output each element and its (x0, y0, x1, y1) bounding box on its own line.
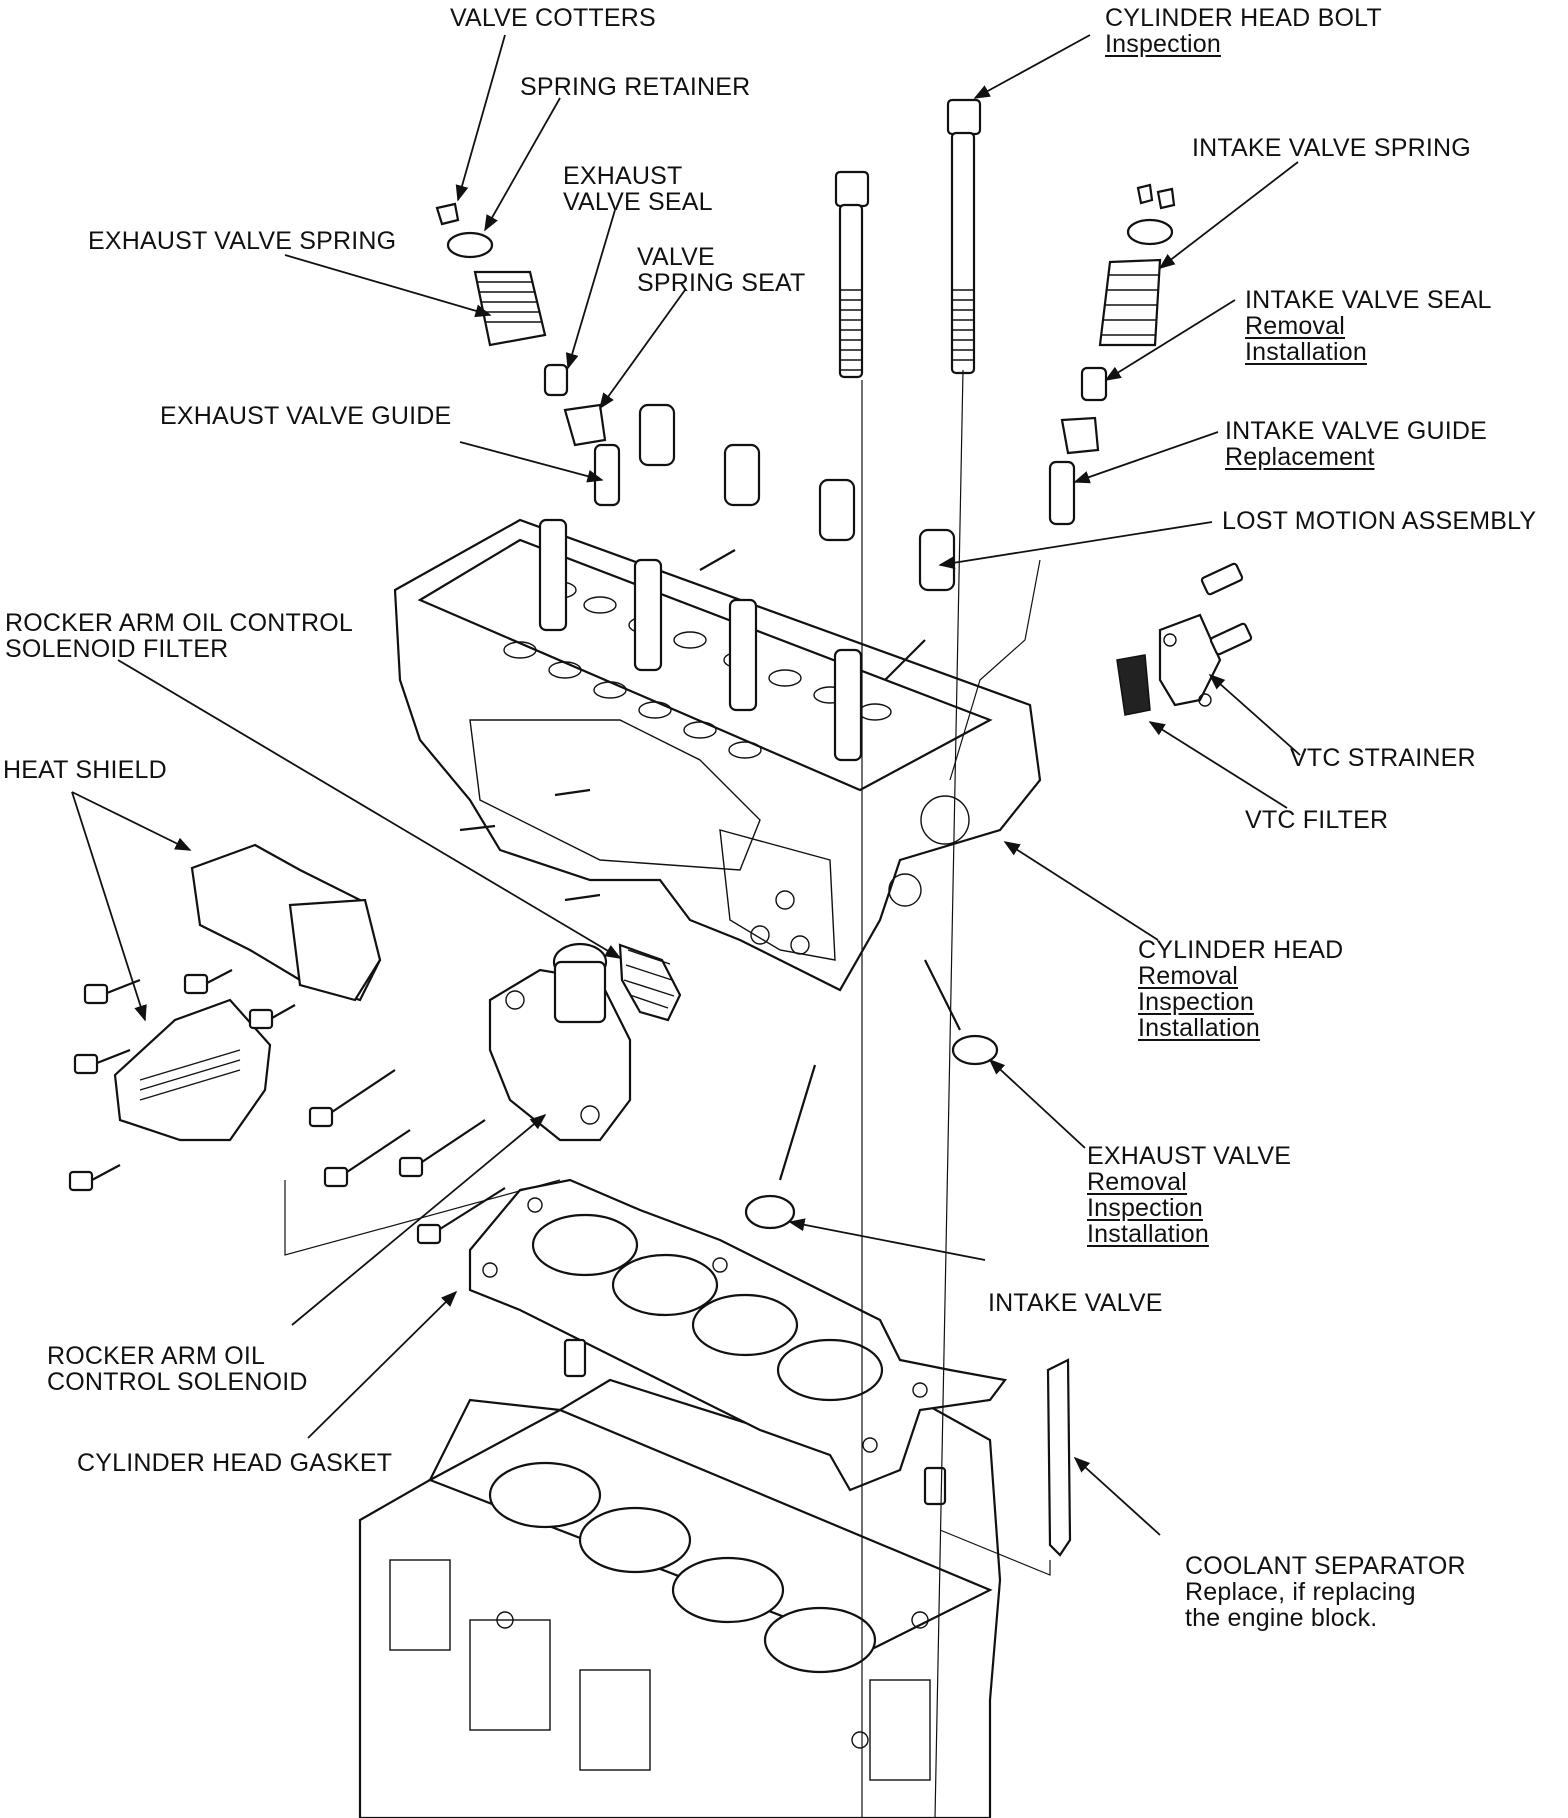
alignment-lines (284, 369, 1051, 1818)
link-intake-valve-seal-installation[interactable]: Installation (1245, 338, 1367, 366)
dowel-pin (923, 1466, 947, 1506)
label-spring-retainer: SPRING RETAINER (520, 73, 751, 101)
label-heat-shield: HEAT SHIELD (3, 756, 167, 784)
link-exhaust-valve-installation[interactable]: Installation (1087, 1220, 1209, 1248)
link-cylinder-head-removal[interactable]: Removal (1138, 962, 1239, 990)
label-exhaust-valve-seal: EXHAUST VALVE SEAL (563, 162, 713, 216)
label-lost-motion-assembly: LOST MOTION ASSEMBLY (1222, 507, 1537, 535)
lost-motion-springs (638, 403, 956, 592)
label-intake-valve-spring: INTAKE VALVE SPRING (1192, 134, 1471, 162)
link-cylinder-head-installation[interactable]: Installation (1138, 1014, 1260, 1042)
label-cylinder-head-bolt: CYLINDER HEAD BOLT Inspection (1105, 4, 1382, 58)
engine-block (358, 1378, 1002, 1818)
label-coolant-separator: COOLANT SEPARATOR Replace, if replacing … (1185, 1552, 1466, 1632)
label-valve-spring-seat: VALVE SPRING SEAT (637, 243, 806, 297)
label-valve-cotters: VALVE COTTERS (450, 4, 656, 32)
link-cylinder-head-inspection[interactable]: Inspection (1138, 988, 1254, 1016)
link-intake-valve-seal-removal[interactable]: Removal (1245, 312, 1346, 340)
cylinder-head-drawing (393, 518, 1042, 992)
label-exhaust-valve-guide: EXHAUST VALVE GUIDE (160, 402, 452, 430)
solenoid-bolts (308, 1069, 506, 1245)
label-vtc-filter: VTC FILTER (1245, 806, 1389, 834)
label-cylinder-head-gasket: CYLINDER HEAD GASKET (77, 1449, 393, 1477)
label-intake-valve-guide: INTAKE VALVE GUIDE Replacement (1225, 417, 1487, 471)
vtc-strainer-drawing (1116, 562, 1253, 716)
label-exhaust-valve: EXHAUST VALVE Removal Inspection Install… (1087, 1142, 1292, 1248)
heat-shield-bolts (68, 969, 296, 1192)
link-intake-valve-guide-replacement[interactable]: Replacement (1225, 443, 1375, 471)
intake-valve-stack (1048, 183, 1176, 526)
gasket-drawing (468, 1178, 1007, 1492)
leader-lines (71, 34, 1301, 1536)
heat-shield-drawing (113, 843, 382, 1142)
label-vtc-strainer: VTC STRAINER (1290, 744, 1476, 772)
link-exhaust-valve-inspection[interactable]: Inspection (1087, 1194, 1203, 1222)
label-rocker-arm-oil-control-solenoid: ROCKER ARM OIL CONTROL SOLENOID (47, 1342, 308, 1396)
intake-valve-part (744, 1064, 817, 1230)
label-intake-valve: INTAKE VALVE (988, 1289, 1163, 1317)
coolant-separator-part (1046, 1358, 1072, 1557)
label-intake-valve-seal: INTAKE VALVE SEAL Removal Installation (1245, 286, 1492, 366)
cylinder-head-bolts (834, 98, 982, 379)
solenoid-drawing (488, 942, 682, 1142)
dowel-pin (563, 1338, 587, 1378)
link-exhaust-valve-removal[interactable]: Removal (1087, 1168, 1188, 1196)
link-cylinder-head-bolt-inspection[interactable]: Inspection (1105, 30, 1221, 58)
label-cylinder-head: CYLINDER HEAD Removal Inspection Install… (1138, 936, 1344, 1042)
label-rocker-arm-oil-control-solenoid-filter: ROCKER ARM OIL CONTROL SOLENOID FILTER (5, 609, 353, 663)
label-exhaust-valve-spring: EXHAUST VALVE SPRING (88, 227, 397, 255)
exhaust-valve-part (924, 959, 999, 1066)
